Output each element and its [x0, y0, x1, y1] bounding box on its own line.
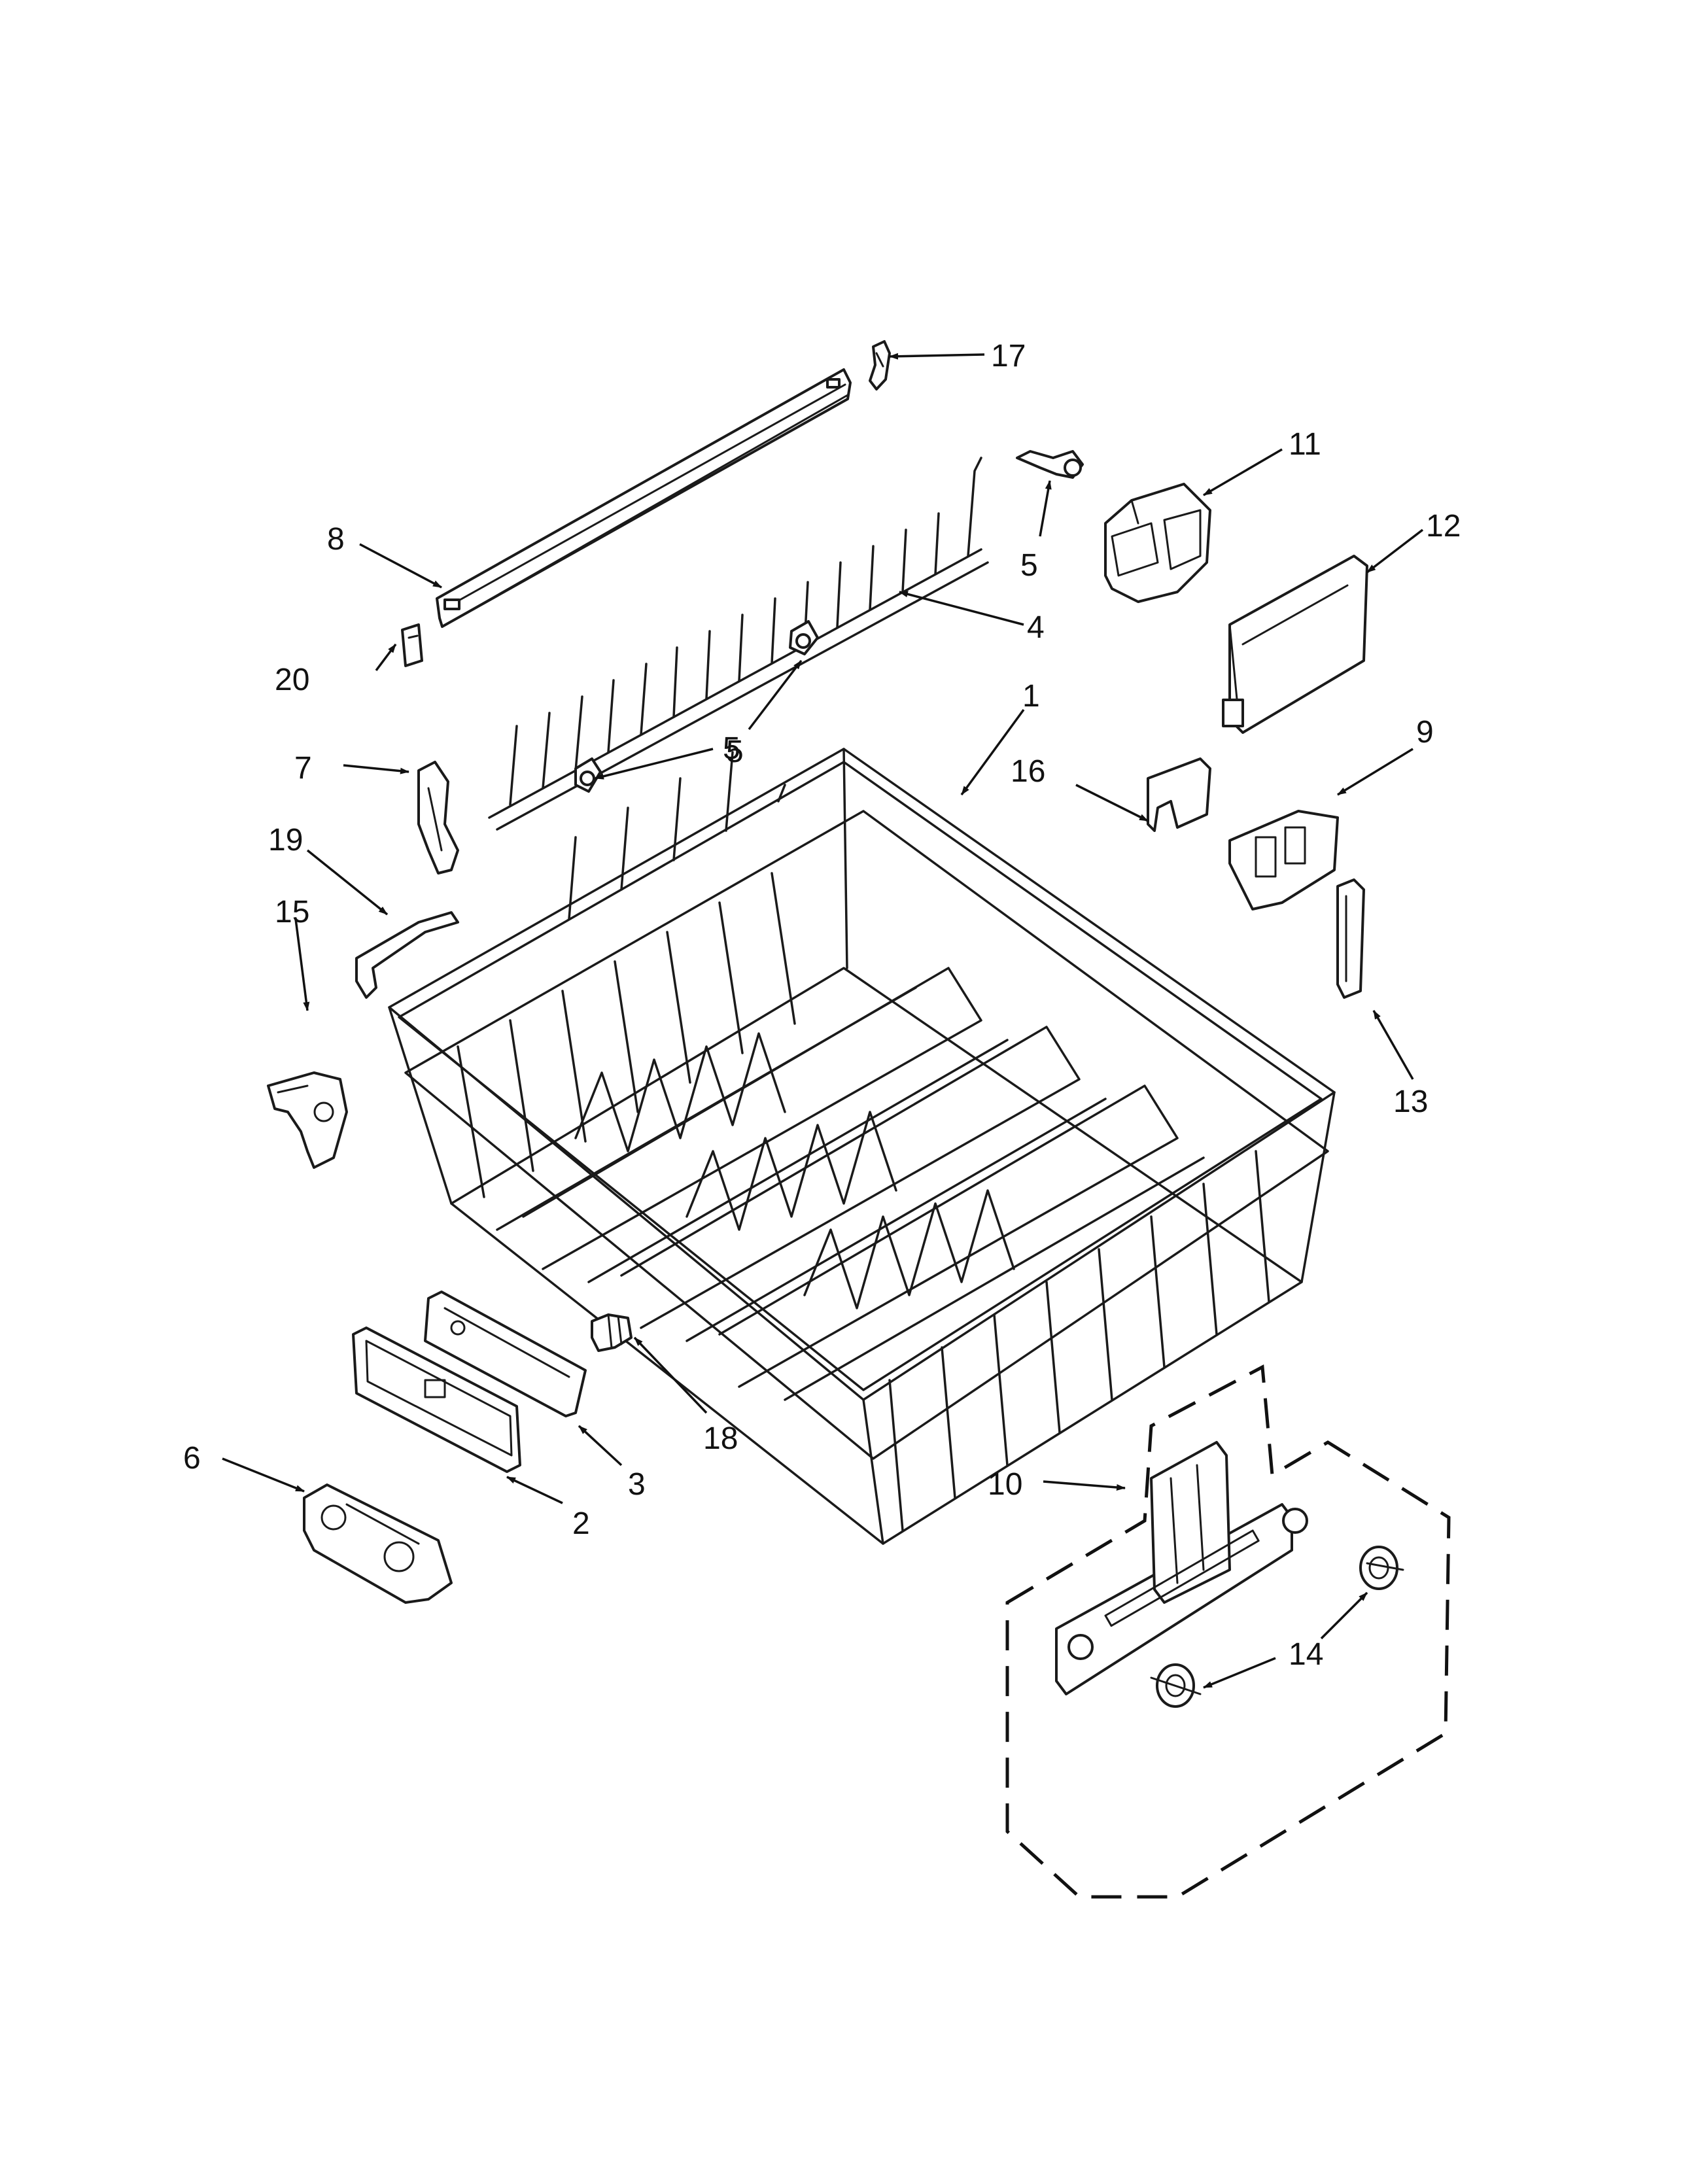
callout-15: 15	[275, 895, 309, 929]
callout-11: 11	[1289, 427, 1321, 462]
part-18-fastener	[591, 1313, 633, 1352]
part-6-wheel-carrier	[303, 1483, 453, 1604]
callout-5-middle: 5	[723, 731, 740, 766]
callout-8: 8	[327, 522, 345, 557]
callout-3: 3	[628, 1467, 646, 1502]
part-14-wheel-left	[1150, 1663, 1202, 1708]
callout-17: 17	[991, 339, 1026, 373]
part-2-handle-cover	[352, 1326, 521, 1473]
part-16-latch	[1147, 757, 1211, 832]
part-4-tine-row	[488, 457, 989, 831]
callout-5-lower: 5	[726, 735, 744, 769]
callout-10: 10	[988, 1467, 1022, 1502]
callout-14: 14	[1289, 1637, 1323, 1672]
callout-18: 18	[703, 1421, 738, 1456]
part-3-handle-base	[424, 1291, 587, 1417]
callout-12: 12	[1426, 509, 1461, 544]
part-17-end-clip	[869, 340, 891, 390]
callout-1: 1	[1022, 679, 1040, 714]
callout-16: 16	[1011, 754, 1045, 789]
part-11-rack-bracket	[1104, 483, 1211, 603]
part-5-clip-lower	[574, 757, 602, 793]
callout-6: 6	[183, 1441, 201, 1476]
callout-2: 2	[572, 1506, 590, 1541]
callout-labels: 17 11 5 12 8 4 20 1 5 5 7 16 9 19 15 13 …	[183, 339, 1461, 1672]
part-15-rack-stop	[267, 1071, 348, 1169]
callout-9: 9	[1416, 715, 1434, 750]
part-12-side-panel	[1222, 555, 1368, 734]
part-1-upper-rack	[388, 748, 1336, 1545]
part-14-wheel-right	[1359, 1546, 1404, 1590]
leader-lines	[222, 353, 1424, 1689]
part-5-clip-middle	[789, 620, 819, 655]
part-8-rack-rail	[436, 368, 852, 628]
part-10-adjuster-assembly	[1005, 1364, 1451, 1899]
callout-4: 4	[1027, 610, 1045, 645]
part-5-clip-upper	[1016, 450, 1084, 479]
part-20-rail-end-cap	[401, 623, 423, 667]
part-19-rack-clip	[355, 911, 459, 999]
part-9-adjuster-plate	[1228, 810, 1339, 910]
part-7-hook	[417, 761, 459, 875]
callout-7: 7	[294, 751, 312, 786]
callout-13: 13	[1393, 1084, 1428, 1119]
callout-19: 19	[268, 823, 303, 858]
callout-5-upper: 5	[1020, 548, 1038, 583]
part-13-release-tab	[1336, 878, 1365, 999]
callout-20: 20	[275, 663, 309, 697]
